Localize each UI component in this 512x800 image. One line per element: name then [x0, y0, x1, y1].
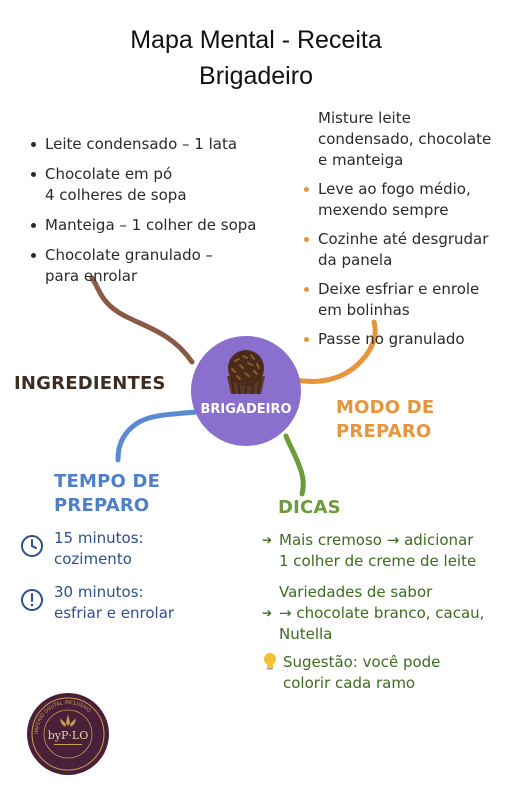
clock-icon [21, 535, 43, 557]
branch-line-ingredientes [89, 275, 195, 365]
ingredient-item: Chocolate granulado – para enrolar [30, 245, 290, 287]
tip-text: Mais cremoso → adicionar 1 colher de cre… [279, 531, 477, 570]
tip-text: Sugestão: você pode colorir cada ramo [283, 653, 441, 692]
title-line-1: Mapa Mental - Receita [130, 26, 382, 54]
ingredient-item: Chocolate em pó 4 colheres de sopa [30, 164, 290, 206]
clock-alert-icon [21, 589, 43, 611]
step-item: Cozinhe até desgrudar da panela [303, 229, 508, 271]
tip-text: Variedades de sabor → chocolate branco, … [279, 583, 485, 643]
ingredient-item: Leite condensado – 1 lata [30, 134, 290, 155]
title-line-2: Brigadeiro [199, 62, 313, 90]
step-item: Misture leite condensado, chocolate e ma… [318, 109, 492, 169]
arrow-icon: ➔ [262, 533, 273, 547]
branch-label-ingredientes: INGREDIENTES [14, 373, 166, 394]
step-item: Leve ao fogo médio, mexendo sempre [303, 179, 508, 221]
arrow-icon: ➔ [262, 606, 273, 620]
center-node: BRIGADEIRO [191, 336, 301, 446]
lightbulb-icon [264, 653, 276, 670]
page-title: Mapa Mental - Receita Brigadeiro [0, 22, 512, 94]
branch-line-tempo [115, 409, 199, 463]
step-item: Deixe esfriar e enrole em bolinhas [303, 279, 508, 321]
time-item-cozimento: 15 minutos: cozimento [20, 528, 240, 570]
tip-item-sugestao: Sugestão: você pode colorir cada ramo [262, 652, 502, 694]
ingredient-item: Manteiga – 1 colher de sopa [30, 215, 290, 236]
tip-item-variedades: ➔ Variedades de sabor → chocolate branco… [262, 582, 502, 645]
byplo-seal-logo: IMPÉRIO DIGITAL INCLUSIVO byP·LO [27, 693, 109, 775]
branch-label-tempo: TEMPO DE PREPARO [54, 471, 161, 516]
center-label: BRIGADEIRO [200, 402, 292, 417]
steps-list: Misture leite condensado, chocolate e ma… [303, 108, 508, 358]
branch-line-modo [293, 319, 378, 384]
time-text: 15 minutos: cozimento [54, 529, 144, 568]
tip-item-cremoso: ➔ Mais cremoso → adicionar 1 colher de c… [262, 530, 502, 572]
branch-line-dicas [283, 433, 306, 497]
logo-text: byP·LO [48, 729, 88, 742]
time-text: 30 minutos: esfriar e enrolar [54, 583, 175, 622]
ingredients-list: Leite condensado – 1 lata Chocolate em p… [30, 134, 290, 293]
step-item: Passe no granulado [303, 329, 508, 350]
brigadeiro-icon [227, 350, 265, 395]
branch-label-modo: MODO DE PREPARO [336, 397, 435, 442]
time-item-esfriar: 30 minutos: esfriar e enrolar [20, 582, 240, 624]
branch-label-dicas: DICAS [278, 497, 341, 518]
